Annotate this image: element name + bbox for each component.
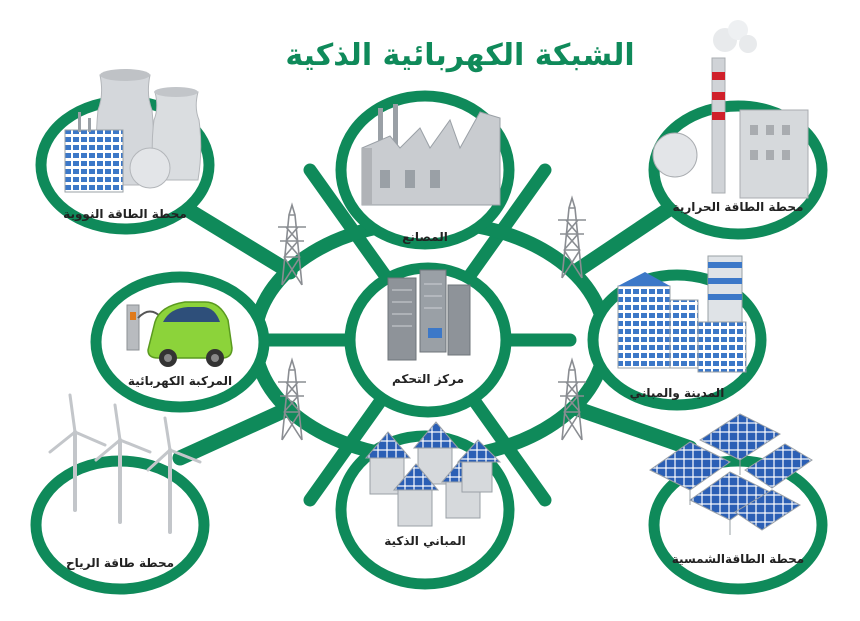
label-wind: محطة طاقة الرياح [65,556,175,570]
label-control: مركز التحكم [391,372,465,386]
smart-houses-icon [364,421,502,527]
wind-turbine-icon [48,393,202,534]
tower-icon [558,357,586,441]
node-solar [648,455,828,595]
tower-icon [278,202,306,286]
page-title: الشبكة الكهربائية الذكية [285,38,635,73]
label-nuclear: محطة الطاقة النووية [63,207,187,221]
thermal-plant-icon [652,20,809,199]
nuclear-plant-icon [64,69,202,193]
factory-icon [361,104,501,206]
tower-icon [558,195,586,279]
electric-car-icon [126,301,233,367]
label-factories: المصانع [402,230,448,244]
label-city: المدينة والمباني [629,386,725,400]
control-center-icon [387,269,471,361]
label-thermal: محطة الطاقة الحرارية [672,200,804,214]
city-buildings-icon [617,255,747,373]
solar-panels-icon [649,413,813,535]
label-solar: محطة الطاقةالشمسية [671,552,805,566]
label-smart-buildings: المباني الذكية [384,534,466,548]
label-ev: المركبة الكهربائية [127,374,233,388]
tower-icon [278,357,306,441]
